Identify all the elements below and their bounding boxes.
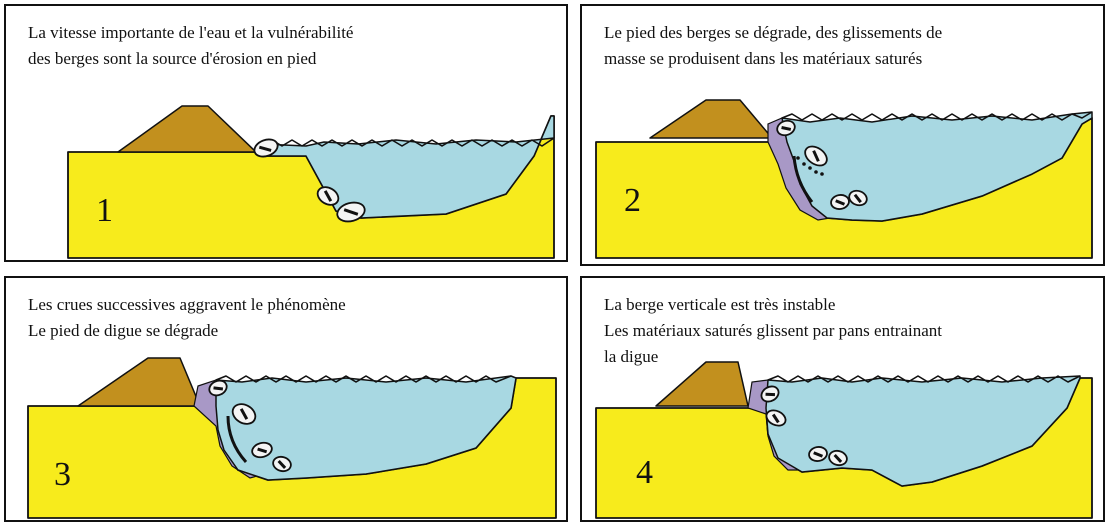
caption-line: Les matériaux saturés glissent par pans … — [604, 321, 942, 340]
panel-caption: Le pied des berges se dégrade, des gliss… — [604, 20, 942, 72]
levee — [77, 357, 201, 407]
levee — [655, 361, 749, 407]
levee — [649, 99, 773, 139]
caption-line: masse se produisent dans les matériaux s… — [604, 49, 923, 68]
panel-caption: Les crues successives aggravent le phéno… — [28, 292, 346, 344]
panel-caption: La vitesse importante de l'eau et la vul… — [28, 20, 353, 72]
stage-number: 4 — [636, 454, 653, 491]
eroded-rock — [208, 379, 228, 397]
eroded-rock — [336, 201, 366, 223]
caption-line: La vitesse importante de l'eau et la vul… — [28, 23, 354, 42]
caption-line: des berges sont la source d'érosion en p… — [28, 49, 317, 68]
riverbank-diagram-2 — [595, 99, 1093, 259]
panel-stage-4: La berge verticale est très instable Les… — [580, 276, 1105, 522]
caption-line: Les crues successives aggravent le phéno… — [28, 295, 346, 314]
eroded-rock — [316, 186, 340, 206]
eroded-rock — [804, 145, 828, 167]
stage-number: 1 — [96, 192, 113, 229]
water-surface-wave — [781, 111, 1093, 121]
eroded-rock — [848, 189, 868, 207]
caption-line: la digue — [604, 347, 659, 366]
eroded-rock — [251, 441, 273, 459]
stage-number: 2 — [624, 182, 641, 219]
water-surface-wave — [261, 137, 555, 147]
eroded-rock — [253, 138, 279, 158]
eroded-rock — [272, 455, 292, 473]
riverbank-diagram-4 — [595, 361, 1093, 519]
caption-line: La berge verticale est très instable — [604, 295, 836, 314]
eroded-rock — [776, 119, 796, 137]
water-surface-wave — [767, 375, 1081, 383]
panel-stage-2: Le pied des berges se dégrade, des gliss… — [580, 4, 1105, 266]
stage-number: 3 — [54, 456, 71, 493]
saturation-dots — [796, 156, 824, 176]
panel-caption: La berge verticale est très instable Les… — [604, 292, 942, 370]
levee — [117, 105, 257, 153]
eroded-rock — [231, 403, 257, 425]
caption-line: Le pied de digue se dégrade — [28, 321, 219, 340]
caption-line: Le pied des berges se dégrade, des gliss… — [604, 23, 943, 42]
slip-surface — [792, 155, 814, 203]
eroded-rock — [765, 409, 787, 427]
panel-stage-1: La vitesse importante de l'eau et la vul… — [4, 4, 568, 262]
slip-surface — [226, 415, 248, 464]
eroded-rock — [828, 449, 848, 467]
riverbank-diagram-1 — [67, 105, 555, 259]
water-surface-wave — [215, 375, 512, 383]
panel-stage-3: Les crues successives aggravent le phéno… — [4, 276, 568, 522]
eroded-rock — [760, 385, 780, 403]
riverbank-diagram-3 — [27, 357, 557, 519]
